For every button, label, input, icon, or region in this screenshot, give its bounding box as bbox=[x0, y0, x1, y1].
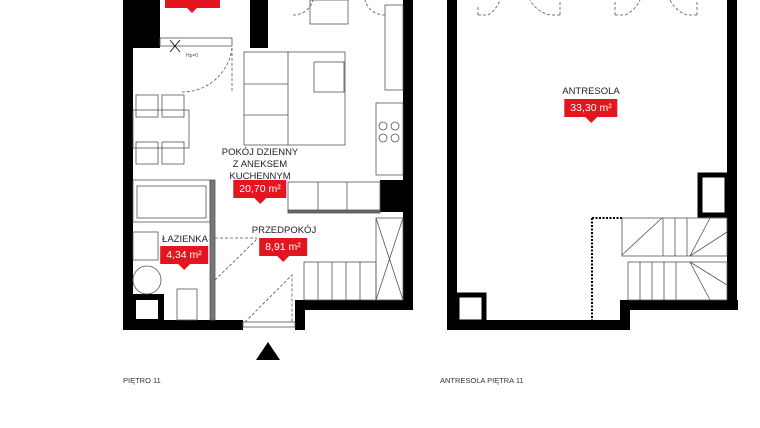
room-label-hall: PRZEDPOKÓJ bbox=[251, 225, 317, 236]
area-badge-hall: 8,91 m² bbox=[259, 238, 307, 262]
door-annotation: Hp=0 bbox=[186, 53, 198, 59]
floor-caption: PIĘTRO 11 bbox=[123, 376, 161, 385]
room-label-bathroom: ŁAZIENKA bbox=[162, 234, 208, 245]
top-area-badge bbox=[165, 0, 220, 8]
area-badge-mezzanine: 33,30 m² bbox=[564, 99, 618, 123]
entrance-arrow-icon bbox=[256, 342, 280, 360]
mezzanine-caption: ANTRESOLA PIĘTRA 11 bbox=[440, 376, 524, 385]
area-badge-living: 20,70 m² bbox=[233, 180, 287, 204]
mezzanine-fixtures bbox=[477, 0, 728, 320]
mezzanine-walls bbox=[447, 0, 738, 330]
room-label-mezzanine: ANTRESOLA bbox=[562, 86, 620, 97]
area-badge-bathroom: 4,34 m² bbox=[160, 246, 208, 270]
room-label-living: POKÓJ DZIENNY Z ANEKSEM KUCHENNYM bbox=[221, 147, 299, 182]
floor-11-walls bbox=[123, 0, 413, 330]
floor-11-fixtures bbox=[132, 0, 404, 328]
